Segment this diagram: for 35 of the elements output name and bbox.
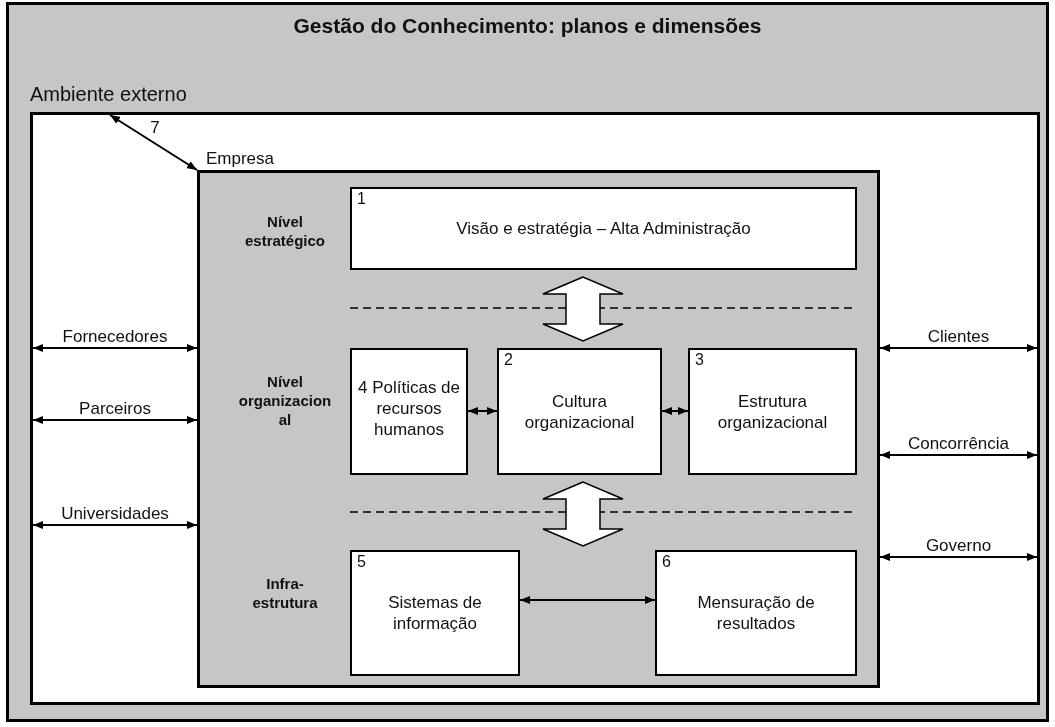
process-box	[655, 550, 857, 676]
double-arrow	[109, 114, 198, 171]
box-number: 6	[662, 553, 671, 571]
double-arrow	[879, 553, 1038, 561]
double-arrow	[32, 521, 198, 529]
process-box	[350, 348, 468, 475]
process-box	[688, 348, 857, 475]
level-label: Nível organizacional	[237, 372, 333, 429]
box-text: 4 Políticas de recursos humanos	[356, 377, 462, 440]
double-arrow	[467, 407, 498, 415]
double-arrow	[32, 416, 198, 424]
block-arrow	[542, 481, 624, 547]
box-number: 3	[695, 351, 704, 369]
double-arrow	[879, 451, 1038, 459]
box-text: Visão e estratégia – Alta Administração	[456, 218, 751, 239]
area-heading: Empresa	[206, 149, 275, 169]
box-text: Mensuração de resultados	[696, 592, 816, 634]
double-arrow	[519, 596, 656, 604]
box-text: Estrutura organizacional	[716, 390, 829, 433]
process-box	[350, 550, 520, 676]
box-number: 5	[357, 553, 366, 571]
box-text: Sistemas de informação	[387, 592, 483, 634]
box-number: 2	[504, 351, 513, 369]
box-text: Cultura organizacional	[523, 390, 636, 433]
block-arrow	[542, 276, 624, 342]
process-box	[497, 348, 662, 475]
process-box	[350, 187, 857, 270]
level-label: Infra-estrutura	[251, 574, 319, 612]
area-heading: Ambiente externo	[30, 83, 187, 106]
box-number: 1	[357, 190, 366, 208]
level-label: Nível estratégico	[243, 212, 326, 250]
double-arrow	[879, 344, 1038, 352]
double-arrow	[661, 407, 689, 415]
double-arrow	[32, 344, 198, 352]
diagram-title: Gestão do Conhecimento: planos e dimensões	[292, 14, 763, 38]
